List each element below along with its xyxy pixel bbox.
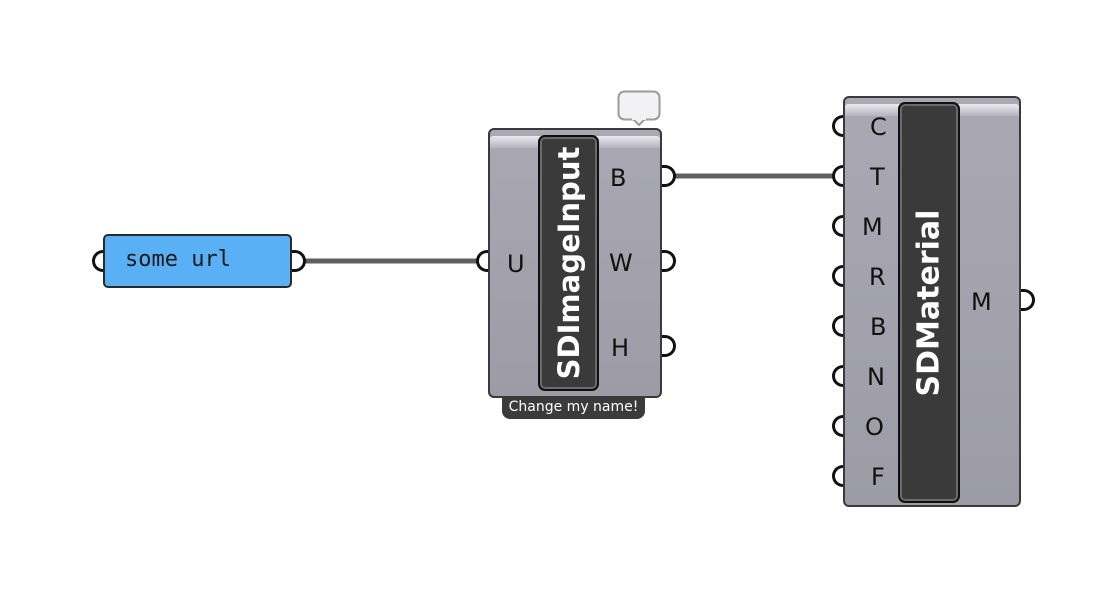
component-nickname-label: Change my name! [502, 396, 645, 419]
input-param-n: N [867, 363, 885, 391]
output-param-h: H [611, 334, 630, 362]
b-input-grip[interactable] [832, 315, 846, 337]
o-input-grip[interactable] [832, 415, 846, 437]
width-output-grip[interactable] [662, 250, 676, 272]
metallic-input-grip[interactable] [832, 215, 846, 237]
input-param-u: U [507, 250, 525, 278]
panel-text: some url [125, 247, 231, 272]
input-param-b: B [870, 313, 887, 341]
input-param-r: R [869, 263, 886, 291]
normal-input-grip[interactable] [832, 365, 846, 387]
component-name: SDMaterial [911, 209, 947, 396]
height-output-grip[interactable] [662, 335, 676, 357]
sd-material-component[interactable]: SDMaterial C T M R B N O F M [843, 96, 1021, 507]
material-output-grip[interactable] [1021, 289, 1035, 311]
roughness-input-grip[interactable] [832, 265, 846, 287]
bitmap-output-grip[interactable] [662, 165, 676, 187]
input-param-t: T [870, 163, 885, 191]
sd-image-input-component[interactable]: SDImageInput U B W H [488, 128, 662, 398]
output-param-w: W [609, 249, 633, 277]
component-name-bar[interactable]: SDMaterial [898, 102, 960, 503]
panel-output-grip[interactable] [292, 250, 306, 272]
input-param-m: M [862, 213, 883, 241]
f-input-grip[interactable] [832, 465, 846, 487]
color-input-grip[interactable] [832, 115, 846, 137]
texture-input-grip[interactable] [832, 165, 846, 187]
url-input-grip[interactable] [476, 250, 490, 272]
input-param-c: C [870, 113, 887, 141]
component-name: SDImageInput [551, 146, 586, 380]
comment-balloon-icon[interactable] [617, 90, 661, 126]
text-panel[interactable]: some url [103, 234, 292, 288]
output-param-m: M [971, 288, 992, 316]
output-param-b: B [610, 164, 627, 192]
input-param-o: O [865, 413, 884, 441]
component-name-bar[interactable]: SDImageInput [538, 135, 599, 391]
panel-input-grip[interactable] [92, 250, 106, 272]
input-param-f: F [871, 463, 885, 491]
